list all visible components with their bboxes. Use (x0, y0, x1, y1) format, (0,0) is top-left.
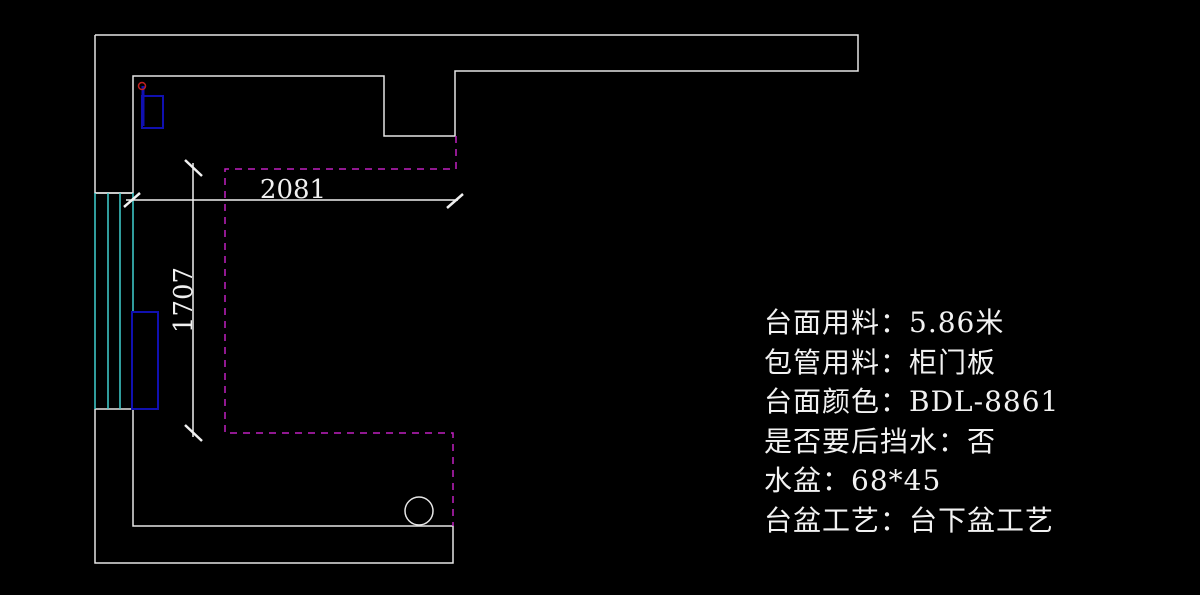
dimension-horizontal-label: 2081 (260, 175, 326, 205)
note-countertop-material: 台面用料：5.86米 (764, 303, 1059, 343)
wall-fixture-side (131, 311, 159, 410)
outer-wall-outline (94, 34, 859, 194)
note-separator: ： (822, 464, 852, 497)
red-marker (137, 81, 147, 91)
note-value: BDL-8861 (909, 385, 1060, 418)
note-pipe-cover-material: 包管用料：柜门板 (764, 343, 1059, 383)
window-panel (94, 193, 134, 409)
spec-notes: 台面用料：5.86米 包管用料：柜门板 台面颜色：BDL-8861 是否要后挡水… (764, 303, 1059, 540)
note-sink-size: 水盆：68*45 (764, 461, 1059, 501)
note-value: 68*45 (851, 464, 942, 497)
dimension-horizontal: 2081 (123, 175, 464, 209)
dimension-vertical-label: 1707 (169, 267, 199, 333)
dimension-vertical: 1707 (169, 159, 203, 442)
note-value: 5.86米 (909, 306, 1005, 339)
note-separator: ： (880, 503, 910, 537)
note-separator: ： (880, 306, 910, 339)
countertop-edge-dashed (224, 136, 457, 526)
note-value: 否 (967, 424, 997, 458)
note-backsplash: 是否要后挡水：否 (764, 422, 1059, 462)
note-value: 台下盆工艺 (909, 503, 1055, 537)
note-label: 包管用料 (764, 345, 881, 379)
note-separator: ： (938, 424, 968, 458)
note-label: 台面用料 (764, 306, 881, 339)
note-separator: ： (880, 345, 910, 379)
note-sink-installation: 台盆工艺：台下盆工艺 (764, 501, 1059, 541)
note-label: 台盆工艺 (764, 503, 881, 537)
sink-circle (404, 496, 434, 526)
note-separator: ： (880, 385, 910, 418)
note-value: 柜门板 (909, 345, 997, 379)
note-countertop-color: 台面颜色：BDL-8861 (764, 382, 1059, 422)
note-label: 水盆 (764, 464, 823, 497)
lower-wall-outline (94, 409, 454, 564)
wall-fixture-top (141, 95, 164, 129)
note-label: 台面颜色 (764, 385, 881, 418)
note-label: 是否要后挡水 (764, 424, 939, 458)
